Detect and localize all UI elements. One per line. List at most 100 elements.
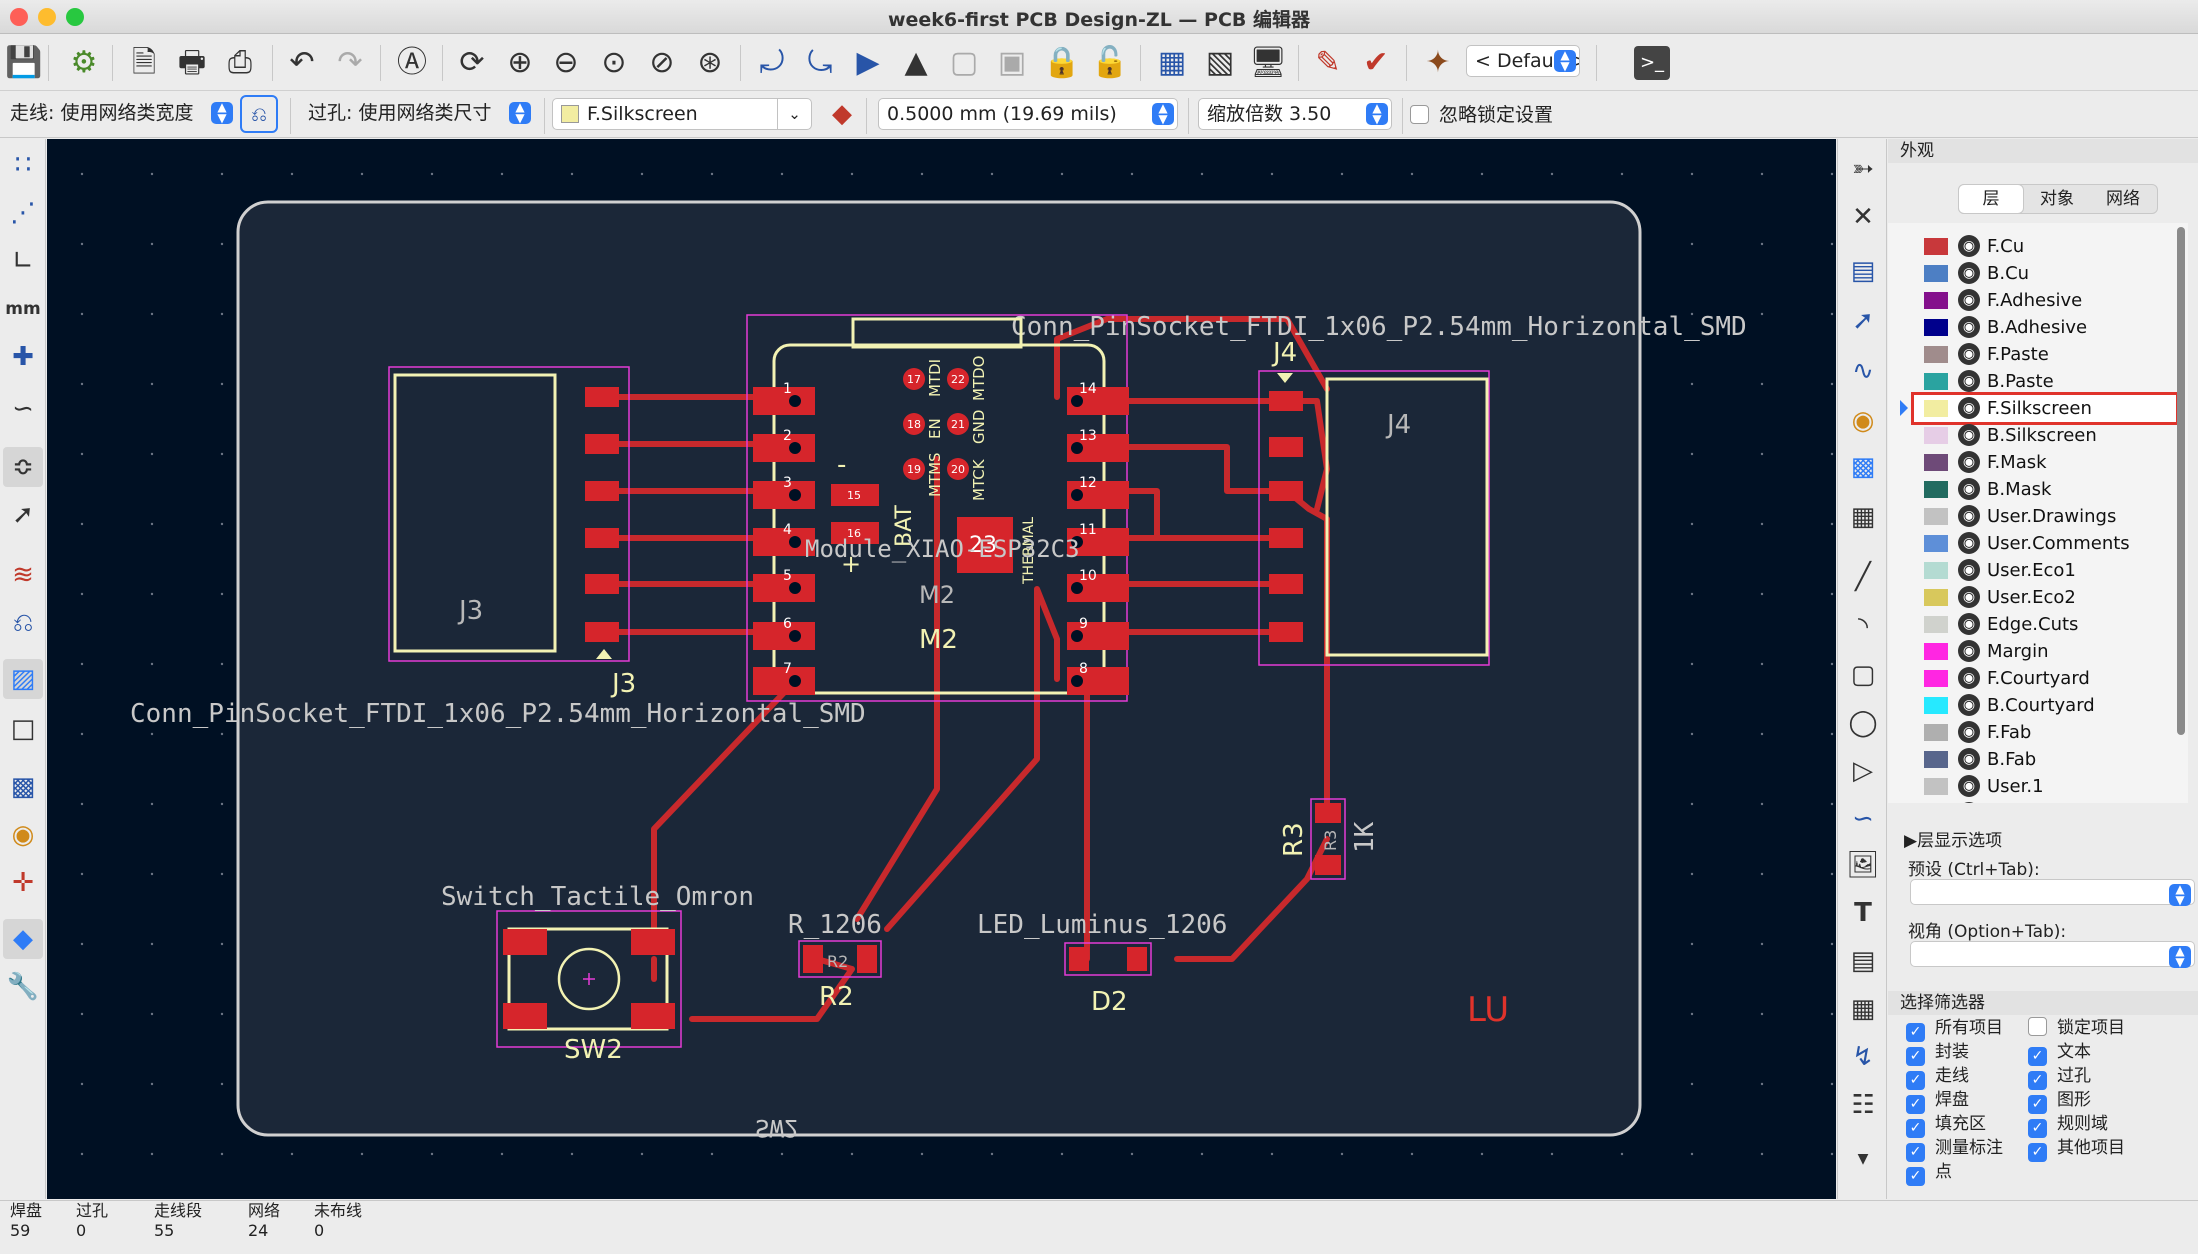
layer-row-f-mask[interactable]: ◉F.Mask xyxy=(1924,449,2169,476)
visibility-eye-icon[interactable]: ◉ xyxy=(1958,802,1980,803)
filter-checkbox-9[interactable]: ✓规则域 xyxy=(2028,1113,2108,1138)
undo-icon[interactable]: ↶ xyxy=(289,45,315,80)
print-icon[interactable]: 🖶 xyxy=(177,45,207,80)
visibility-eye-icon[interactable]: ◉ xyxy=(1958,532,1980,554)
layer-row-f-courtyard[interactable]: ◉F.Courtyard xyxy=(1924,665,2169,692)
layer-row-b-fab[interactable]: ◉B.Fab xyxy=(1924,746,2169,773)
rule-area-icon[interactable]: ▦ xyxy=(1850,502,1876,532)
redo-icon[interactable]: ↷ xyxy=(337,45,363,80)
ignore-locked-checkbox[interactable]: 忽略锁定设置 xyxy=(1410,104,1553,126)
tab-nets[interactable]: 网络 xyxy=(2106,189,2140,209)
cursor-icon[interactable]: ✚ xyxy=(12,342,34,372)
visibility-eye-icon[interactable]: ◉ xyxy=(1958,478,1980,500)
filter-checkbox-10[interactable]: ✓测量标注 xyxy=(1906,1137,2003,1162)
add-textbox-icon[interactable]: ▤ xyxy=(1850,946,1876,976)
drc-icon[interactable]: ✔ xyxy=(1363,45,1389,80)
save-icon[interactable]: 💾 xyxy=(5,45,43,80)
add-zone-icon[interactable]: ▩ xyxy=(1850,452,1876,482)
tune-length-icon[interactable]: ∿ xyxy=(1852,356,1874,386)
highlight-net-icon[interactable]: ✕ xyxy=(1852,202,1874,232)
rotate-ccw-icon[interactable]: ⤾ xyxy=(759,45,785,80)
add-barcode-icon[interactable]: ☷ xyxy=(1851,1090,1875,1120)
group-icon[interactable]: ▢ xyxy=(949,45,979,80)
layer-row-user-2[interactable]: ◉User.2 xyxy=(1924,800,2169,803)
graphic-outline-icon[interactable]: ◉ xyxy=(11,820,35,850)
layer-color-swatch[interactable] xyxy=(1924,508,1948,525)
ratsnest-curved-icon[interactable]: ≎ xyxy=(3,447,43,487)
layer-row-user-eco2[interactable]: ◉User.Eco2 xyxy=(1924,584,2169,611)
pcb-canvas[interactable]: J3 J3 Conn_PinSocket_FTDI_1x06_P2.54mm_H… xyxy=(47,139,1836,1199)
visibility-eye-icon[interactable]: ◉ xyxy=(1958,289,1980,311)
units-mm-icon[interactable]: mm xyxy=(5,299,41,319)
view-preset-select[interactable]: < Default > ▲▼ xyxy=(1466,45,1580,77)
filter-checkbox-1[interactable]: 锁定项目 xyxy=(2028,1017,2125,1039)
layer-color-swatch[interactable] xyxy=(1924,292,1948,309)
filter-checkbox-8[interactable]: ✓填充区 xyxy=(1906,1113,1986,1138)
zone-fill-icon[interactable]: ▩ xyxy=(10,772,36,802)
layer-color-swatch[interactable] xyxy=(1924,265,1948,282)
filter-checkbox-5[interactable]: ✓过孔 xyxy=(2028,1065,2091,1090)
track-mode-icon[interactable]: ⎌ xyxy=(240,95,278,133)
layer-row-user-eco1[interactable]: ◉User.Eco1 xyxy=(1924,557,2169,584)
layer-row-user-comments[interactable]: ◉User.Comments xyxy=(1924,530,2169,557)
zoom-fit-icon[interactable]: ⊙ xyxy=(601,45,627,80)
filter-checkbox-4[interactable]: ✓走线 xyxy=(1906,1065,1969,1090)
pad-outline-icon[interactable]: ▨ xyxy=(3,659,43,699)
terminal-icon[interactable]: >_ xyxy=(1634,46,1670,80)
layer-color-swatch[interactable] xyxy=(1924,427,1948,444)
layer-row-b-mask[interactable]: ◉B.Mask xyxy=(1924,476,2169,503)
layer-color-swatch[interactable] xyxy=(1924,778,1948,795)
layer-color-swatch[interactable] xyxy=(1924,373,1948,390)
grid-icon[interactable]: ∷ xyxy=(14,150,32,180)
find-icon[interactable]: Ⓐ xyxy=(397,45,427,80)
layer-color-swatch[interactable] xyxy=(1924,724,1948,741)
track-outline-icon[interactable]: ≋ xyxy=(12,560,34,590)
layer-row-user-1[interactable]: ◉User.1 xyxy=(1924,773,2169,800)
visibility-eye-icon[interactable]: ◉ xyxy=(1958,748,1980,770)
visibility-eye-icon[interactable]: ◉ xyxy=(1958,343,1980,365)
layer-color-swatch[interactable] xyxy=(1924,346,1948,363)
polar-grid-icon[interactable]: ⋰ xyxy=(10,198,36,228)
mirror-icon[interactable]: ▲ xyxy=(904,45,928,80)
layer-row-f-paste[interactable]: ◉F.Paste xyxy=(1924,341,2169,368)
layer-row-f-fab[interactable]: ◉F.Fab xyxy=(1924,719,2169,746)
filter-checkbox-6[interactable]: ✓焊盘 xyxy=(1906,1089,1969,1114)
unlock-icon[interactable]: 🔓 xyxy=(1091,45,1129,80)
layer-row-user-drawings[interactable]: ◉User.Drawings xyxy=(1924,503,2169,530)
via-outline-icon[interactable]: ⎌ xyxy=(12,607,34,638)
filter-checkbox-2[interactable]: ✓封装 xyxy=(1906,1041,1969,1066)
draw-line-icon[interactable]: ╱ xyxy=(1855,562,1871,592)
layer-color-swatch[interactable] xyxy=(1924,454,1948,471)
layers-manager-icon[interactable]: ◆ xyxy=(3,919,43,959)
draw-bezier-icon[interactable]: ∽ xyxy=(1852,804,1874,834)
layer-list-scrollbar[interactable] xyxy=(2177,227,2185,735)
visibility-eye-icon[interactable]: ◉ xyxy=(1958,721,1980,743)
visibility-eye-icon[interactable]: ◉ xyxy=(1958,775,1980,797)
layer-row-f-cu[interactable]: ◉F.Cu xyxy=(1924,233,2169,260)
tab-objects[interactable]: 对象 xyxy=(2040,189,2074,209)
filter-checkbox-7[interactable]: ✓图形 xyxy=(2028,1089,2091,1114)
layer-row-b-silkscreen[interactable]: ◉B.Silkscreen xyxy=(1924,422,2169,449)
add-via-icon[interactable]: ◉ xyxy=(1851,406,1875,436)
properties-icon[interactable]: 🔧 xyxy=(6,972,40,1002)
layer-color-swatch[interactable] xyxy=(1924,697,1948,714)
via-size-select[interactable]: 过孔: 使用网络类尺寸 ▲▼ xyxy=(300,98,534,130)
active-layer-select[interactable]: F.Silkscreen ⌄ xyxy=(552,98,812,130)
grid-size-select[interactable]: 0.5000 mm (19.69 mils) ▲▼ xyxy=(878,98,1178,130)
visibility-eye-icon[interactable]: ◉ xyxy=(1958,316,1980,338)
layer-color-swatch[interactable] xyxy=(1924,616,1948,633)
layer-color-swatch[interactable] xyxy=(1924,238,1948,255)
layer-color-swatch[interactable] xyxy=(1924,319,1948,336)
tab-layers[interactable]: 层 xyxy=(1958,184,2024,214)
draw-rectangle-icon[interactable]: ▢ xyxy=(1850,660,1876,690)
coordinates-icon[interactable]: ∟ xyxy=(12,246,34,276)
visibility-eye-icon[interactable]: ◉ xyxy=(1958,694,1980,716)
minimize-window-button[interactable] xyxy=(38,8,56,26)
select-lasso-icon[interactable]: ➳ xyxy=(1852,154,1874,184)
visibility-eye-icon[interactable]: ◉ xyxy=(1958,397,1980,419)
layer-row-f-silkscreen[interactable]: ◉F.Silkscreen xyxy=(1900,392,2179,425)
filter-checkbox-12[interactable]: ✓点 xyxy=(1906,1161,1952,1186)
ratsnest-icon[interactable]: ∽ xyxy=(12,394,34,424)
layer-row-b-paste[interactable]: ◉B.Paste xyxy=(1924,368,2169,395)
add-text-icon[interactable]: T xyxy=(1854,898,1872,928)
